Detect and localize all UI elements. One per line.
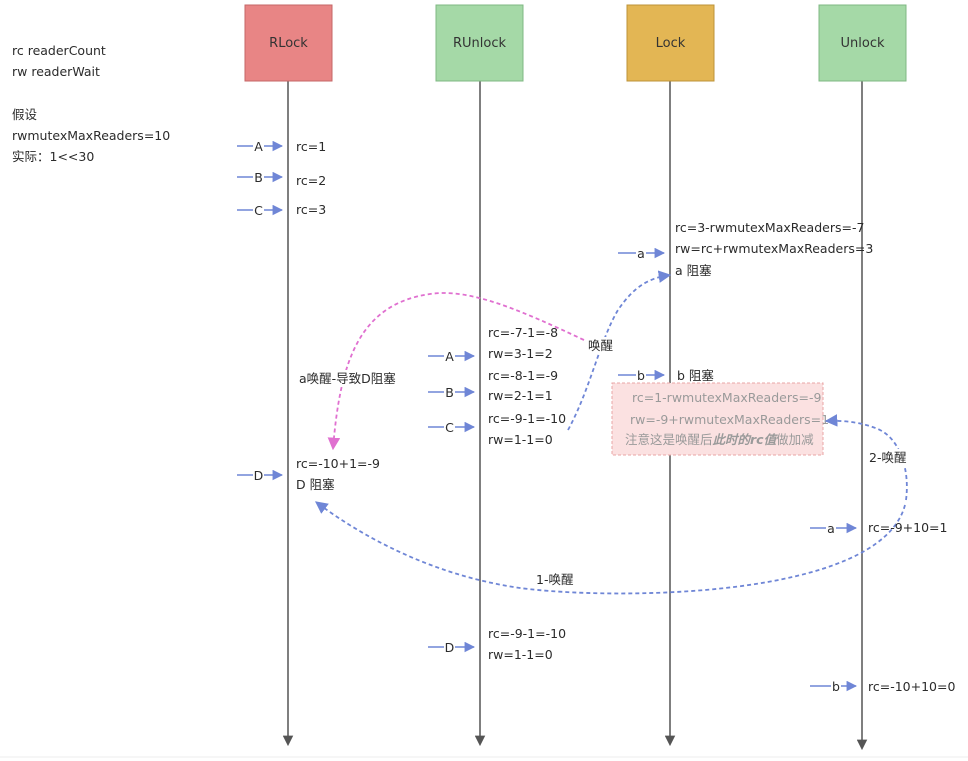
tag-lock-a: a <box>637 246 645 261</box>
tag-unlock-a: a <box>827 521 835 536</box>
unlock-b-value: rc=-10+10=0 <box>868 679 955 694</box>
pink-label-bg <box>296 370 396 387</box>
note-background <box>611 382 824 456</box>
runlock-d-rc: rc=-9-1=-10 <box>488 626 566 641</box>
tag-bg <box>253 203 264 217</box>
tag-rlock-d: D <box>254 468 264 483</box>
call-tags: A B C D A B C D a b a b <box>253 139 841 694</box>
wake-label-blue: 唤醒 <box>588 338 614 353</box>
rlock-a-value: rc=1 <box>296 139 326 154</box>
rlock-d-value: rc=-10+1=-9 <box>296 456 380 471</box>
rlock-b-value: rc=2 <box>296 173 326 188</box>
tag-bg <box>444 420 455 434</box>
wake-labels: a唤醒-导致D阻塞 唤醒 2-唤醒 1-唤醒 <box>296 337 912 588</box>
tag-bg <box>253 468 264 482</box>
runlock-d-rw: rw=1-1=0 <box>488 647 553 662</box>
rlock-d-blocked: D 阻塞 <box>296 477 335 492</box>
two-label-bg <box>866 449 912 466</box>
tag-bg <box>636 246 646 260</box>
note-hint-emphasis: 此时的rc值 <box>713 432 779 447</box>
wake-label-one: 1-唤醒 <box>536 572 574 587</box>
tag-rlock-b: B <box>254 170 263 185</box>
tag-rlock-a: A <box>254 139 263 154</box>
note-line-rc: rc=1-rwmutexMaxReaders=-9 <box>632 390 821 405</box>
legend: rc readerCount rw readerWait 假设 rwmutexM… <box>12 43 170 164</box>
legend-actual: 实际：1<<30 <box>12 149 94 164</box>
runlock-c-rc: rc=-9-1=-10 <box>488 411 566 426</box>
tag-bg <box>636 368 646 382</box>
lane-title-runlock: RUnlock <box>453 36 507 51</box>
legend-reader-wait: rw readerWait <box>12 64 100 79</box>
tag-bg <box>253 170 264 184</box>
value-labels: rc=1 rc=2 rc=3 rc=-10+1=-9 D 阻塞 rc=-7-1=… <box>296 139 955 694</box>
wake-label-two: 2-唤醒 <box>869 450 907 465</box>
lane-box-unlock <box>818 4 907 82</box>
tag-lock-b: b <box>637 368 645 383</box>
lane-title-rlock: RLock <box>269 36 308 51</box>
tag-runlock-b: B <box>445 385 454 400</box>
lane-box-lock <box>626 4 715 82</box>
lane-title-lock: Lock <box>656 36 686 51</box>
tag-bg <box>253 139 264 153</box>
unlock-a-value: rc=-9+10=1 <box>868 520 947 535</box>
legend-max-readers: rwmutexMaxReaders=10 <box>12 128 170 143</box>
lock-b-blocked: b 阻塞 <box>677 368 714 383</box>
runlock-a-rw: rw=3-1=2 <box>488 346 553 361</box>
legend-reader-count: rc readerCount <box>12 43 106 58</box>
rlock-c-value: rc=3 <box>296 202 326 217</box>
lane-headers: RLock RUnlock Lock Unlock <box>244 4 907 82</box>
tag-bg <box>831 679 841 693</box>
note-hint-prefix: 注意这是唤醒后 <box>625 432 713 447</box>
one-label-bg <box>533 571 577 588</box>
note-line-rw: rw=-9+rwmutexMaxReaders=1 <box>630 412 829 427</box>
tag-runlock-a: A <box>445 349 454 364</box>
note-box: rc=1-rwmutexMaxReaders=-9 rw=-9+rwmutexM… <box>611 382 829 456</box>
runlock-c-rw: rw=1-1=0 <box>488 432 553 447</box>
lane-box-runlock <box>435 4 524 82</box>
wake-label-pink: a唤醒-导致D阻塞 <box>299 371 396 386</box>
runlock-a-rc: rc=-7-1=-8 <box>488 325 558 340</box>
lock-a-rc: rc=3-rwmutexMaxReaders=-7 <box>675 220 864 235</box>
blue-label-bg <box>585 337 617 354</box>
tag-runlock-d: D <box>445 640 455 655</box>
wake-arrow-two <box>824 414 908 501</box>
tag-bg <box>444 349 455 363</box>
lock-a-rw: rw=rc+rwmutexMaxReaders=3 <box>675 241 873 256</box>
tag-unlock-b: b <box>832 679 840 694</box>
legend-assumption: 假设 <box>12 107 38 122</box>
tag-bg <box>444 640 455 654</box>
tag-bg <box>444 385 455 399</box>
note-line-hint: 注意这是唤醒后此时的rc值做加减 <box>625 432 814 447</box>
lock-a-blocked: a 阻塞 <box>675 263 712 278</box>
runlock-b-rc: rc=-8-1=-9 <box>488 368 558 383</box>
tag-bg <box>826 521 836 535</box>
tag-rlock-c: C <box>254 203 263 218</box>
tag-runlock-c: C <box>445 420 454 435</box>
wake-arrow-one <box>314 501 906 595</box>
lane-title-unlock: Unlock <box>841 36 885 51</box>
lane-box-rlock <box>244 4 333 82</box>
wake-arrow-lock-a <box>567 270 672 431</box>
runlock-b-rw: rw=2-1=1 <box>488 388 553 403</box>
note-hint-suffix: 做加减 <box>776 432 814 447</box>
